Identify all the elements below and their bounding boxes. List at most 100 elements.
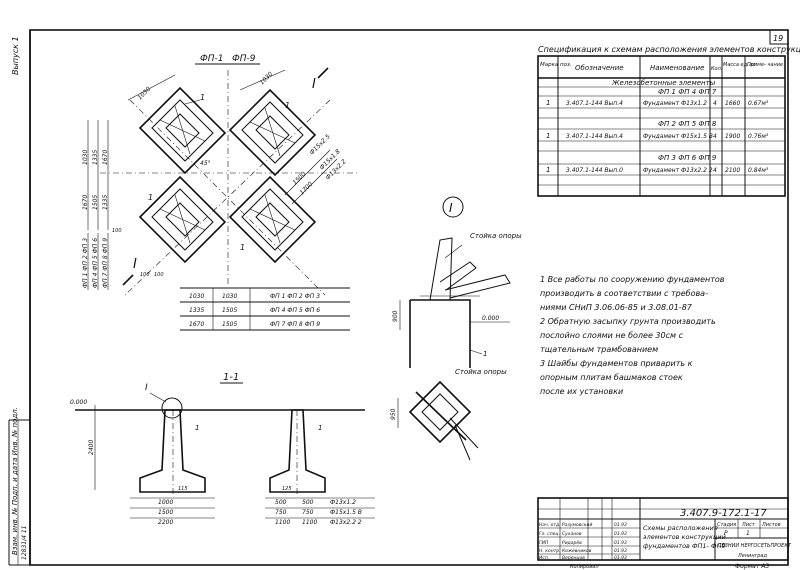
- format-label: Формат А3: [735, 563, 769, 570]
- detail-dim-2: 950: [390, 408, 397, 420]
- titleblock-role-4: Н. контр.: [539, 548, 561, 554]
- plan-dim-left-5: 1505: [92, 195, 99, 210]
- plan-callout-1: 1: [200, 93, 205, 102]
- plan-callout-2: 1: [285, 101, 290, 110]
- detail-elevation: 0.000 900 1: [392, 237, 511, 368]
- spec-title: Спецификация к схемам расположения элеме…: [538, 45, 800, 54]
- titleblock-date-2: 01.93: [614, 531, 627, 537]
- spec-group-1-mass: 1660: [725, 100, 740, 107]
- section-dim-right-label-1: Ф13х1.2: [330, 499, 356, 506]
- plan-section-mark-top: I: [312, 77, 316, 92]
- titleblock-role-2: Гл. спец.: [539, 531, 560, 537]
- detail-mark: I: [449, 201, 453, 215]
- plan-small-dim-3: 100: [154, 272, 164, 278]
- spec-group-2-note: 0.76м³: [748, 133, 769, 140]
- titleblock-head-stage: Стадия: [717, 522, 736, 528]
- section-dim-right-label-3: Ф13х2.2 2: [330, 519, 362, 526]
- spec-head-pos: Марка поз.: [540, 62, 572, 68]
- section-dim-right-b-2: 750: [302, 509, 314, 516]
- note-line-3: ниями СНиП 3.06.06-85 и 3.08.01-87: [540, 303, 693, 312]
- titleblock-name-2: Суханов: [562, 531, 582, 537]
- titleblock-date-5: 01.93: [614, 555, 627, 561]
- spec-head-name: Наименование: [650, 64, 704, 72]
- section-small-dim-2: 125: [282, 486, 292, 492]
- spec-group-1-qty: 4: [713, 100, 717, 107]
- titleblock-role-5: Исп.: [539, 555, 549, 561]
- section-dim-right-b-1: 500: [302, 499, 314, 506]
- titleblock-sheet: 1: [746, 530, 750, 537]
- titleblock-name-3: Ридарёв: [562, 540, 582, 546]
- plan-col-label-3: ФП 7 ФП 8 ФП 9: [102, 238, 109, 288]
- notes-block: 1 Все работы по сооружению фундаментов п…: [540, 275, 725, 396]
- section-dim-left-1: 1000: [158, 499, 173, 506]
- spec-group-header: Железобетонные элементы: [611, 79, 716, 87]
- note-line-2: производить в соответствии с требова-: [540, 289, 708, 298]
- note-line-8: опорным плитам башмаков стоек: [540, 373, 683, 382]
- plan-angle: 45°: [200, 160, 211, 167]
- plan-title-right: ФП-9: [232, 54, 256, 64]
- foundation-bottom-right: [228, 175, 317, 264]
- mini-row-3-a: 1670: [189, 321, 204, 328]
- foundation-top-left: [138, 86, 227, 175]
- spec-group-1-name: Фундамент Ф13х1.2: [643, 100, 707, 107]
- mini-dim-table: 1030 1030 ФП 1 ФП 2 ФП 3 1335 1505 ФП 4 …: [180, 287, 350, 331]
- section-foundation-right: 500 750 1100 500 750 1100 Ф13х1.2 Ф15х1.…: [265, 409, 375, 526]
- foundation-bottom-left: [138, 175, 227, 264]
- titleblock-role-3: ГИП: [539, 540, 549, 546]
- titleblock-date-1: 01.93: [614, 522, 627, 528]
- spec-group-1-note: 0.67м³: [748, 100, 769, 107]
- titleblock-date-3: 01.93: [614, 540, 627, 546]
- titleblock-name-5: Веренцов: [562, 555, 585, 561]
- spec-group-3-qty: 4: [713, 167, 717, 174]
- titleblock-code: 3.407.9-172.1-17: [680, 508, 767, 519]
- mini-row-1-a: 1030: [189, 293, 204, 300]
- titleblock-org-2: Ленинград: [737, 553, 767, 559]
- spec-group-2-qty: 4: [713, 133, 717, 140]
- foundation-top-right: [228, 88, 317, 177]
- plan-col-label-2: ФП 4 ФП 5 ФП 6: [92, 238, 99, 288]
- mini-row-2-label: ФП 4 ФП 5 ФП 6: [270, 307, 320, 314]
- spec-head-mass: Масса ед. кг: [723, 62, 756, 68]
- plan-dim-left-6: 1335: [102, 195, 109, 210]
- titleblock-title-2: элементов конструкций: [643, 533, 726, 541]
- note-line-5: послойно слоями не более 30см с: [540, 331, 684, 340]
- note-line-7: 3 Шайбы фундаментов приварить к: [540, 359, 693, 368]
- section-dim-right-label-2: Ф15х1.5 В: [330, 509, 362, 516]
- axis-line-2: [124, 99, 331, 296]
- section-dim-h: 2400: [88, 440, 95, 455]
- section-small-dim: 115: [178, 486, 188, 492]
- titleblock-title-3: фундаментов ФП1- ФП9: [643, 542, 726, 550]
- titleblock-date-4: 01.93: [614, 548, 627, 554]
- mini-row-1-label: ФП 1 ФП 2 ФП 3: [270, 293, 320, 300]
- section-dim-left-3: 2200: [158, 519, 173, 526]
- plan-callout-4: 1: [240, 243, 245, 252]
- spec-group-3-name: Фундамент Ф13х2.2 2: [643, 167, 713, 174]
- detail-dim: 900: [392, 310, 399, 322]
- spec-group-3-title: ФП 3 ФП 6 ФП 9: [658, 154, 717, 162]
- plan-callout-3: 1: [148, 193, 153, 202]
- spec-group-2-title: ФП 2 ФП 5 ФП 8: [658, 120, 717, 128]
- spec-group-1-designation: 3.407.1-144 Вып.4: [566, 100, 623, 107]
- stamp-vertical-1: Взам. инв. № Подп. и дата Инв. № подл.: [11, 407, 19, 555]
- spec-group-3-pos: 1: [546, 166, 550, 174]
- spec-group-2-pos: 1: [546, 132, 550, 140]
- section-mark: I: [145, 383, 148, 393]
- section-title: 1-1: [223, 372, 239, 383]
- plan-section-mark-bottom: I: [133, 257, 137, 272]
- titleblock-stage: Р: [724, 530, 728, 537]
- plan-dim-top-2: 1030: [258, 71, 274, 87]
- plan-dim-diag-3: Ф15х2.5: [308, 133, 331, 156]
- side-label: Выпуск 1: [11, 36, 20, 75]
- spec-group-2-designation: 3.407.1-144 Вып.4: [566, 133, 623, 140]
- note-line-9: после их установки: [540, 387, 623, 396]
- plan-dim-left-1: 1030: [82, 150, 89, 165]
- titleblock-title-1: Схемы расположения: [643, 524, 718, 532]
- plan-col-label-1: ФП 1 ФП 2 ФП 3: [82, 238, 89, 288]
- mini-row-3-label: ФП 7 ФП 8 ФП 9: [270, 321, 320, 328]
- note-line-6: тщательным трамбованием: [540, 345, 658, 354]
- titleblock-name-1: Разумовский: [562, 522, 592, 528]
- note-line-1: 1 Все работы по сооружению фундаментов: [540, 275, 725, 284]
- spec-head-note: Приме- чание: [747, 62, 783, 68]
- detail-post-label-2: Стойка опоры: [455, 368, 507, 376]
